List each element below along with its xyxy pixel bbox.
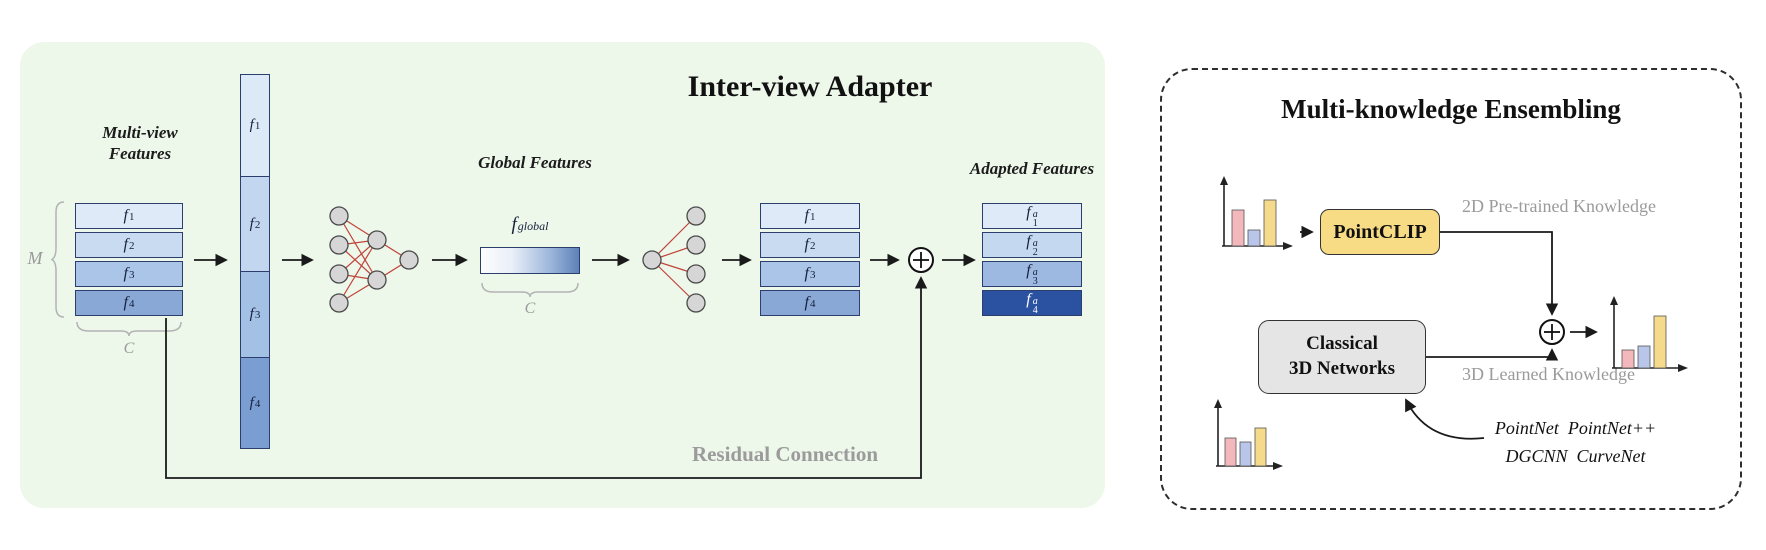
- ensemble-sum-icon: [1539, 319, 1565, 345]
- residual-sum-icon: [908, 247, 934, 273]
- classical-3d-networks-box: Classical 3D Networks: [1258, 320, 1426, 394]
- mlp-encoder-icon: [329, 206, 419, 313]
- bar-chart-icon-output: [1610, 296, 1688, 372]
- knowledge-2d-label: 2D Pre-trained Knowledge: [1462, 196, 1656, 216]
- y-axis-arrow: [1610, 296, 1618, 305]
- feature-label: f4: [804, 294, 816, 311]
- feature-box-f1: f1: [75, 203, 183, 229]
- feature-label: f2: [804, 236, 816, 253]
- column-seg-f2: f2: [240, 176, 270, 273]
- dim-m-label: M: [27, 248, 43, 268]
- concatenated-feature-column: f1 f2 f3 f4: [240, 73, 270, 450]
- feature-label: f4: [249, 394, 261, 411]
- feature-label: f1: [123, 207, 135, 224]
- ensembling-title: Multi-knowledge Ensembling: [1281, 94, 1621, 124]
- c-brace-left: [76, 321, 182, 337]
- y-axis-arrow: [1214, 399, 1222, 408]
- feature-label: f1: [804, 207, 816, 224]
- pointclip-box: PointCLIP: [1320, 209, 1440, 255]
- global-feature-bar: [480, 247, 580, 274]
- feature-label: f2: [249, 215, 261, 232]
- feature-box-f1: f1: [760, 203, 860, 229]
- knowledge-3d-label: 3D Learned Knowledge: [1462, 364, 1635, 384]
- feature-box-f3: f3: [760, 261, 860, 287]
- bar-chart-icon-3d-input: [1214, 399, 1283, 470]
- f-global-label: fglobal: [511, 214, 549, 235]
- global-features-label: Global Features: [478, 153, 592, 172]
- column-seg-f3: f3: [240, 270, 270, 359]
- multi-view-features-label: Multi-view Features: [102, 123, 178, 164]
- feature-label: f3: [804, 265, 816, 282]
- feature-box-f2: f2: [75, 232, 183, 258]
- feature-label: f4: [123, 294, 135, 311]
- dim-c-global-label: C: [524, 300, 536, 317]
- x-axis-arrow: [1283, 242, 1293, 250]
- bar-chart-icon-2d-input: [1220, 176, 1293, 250]
- feature-label: f3: [123, 265, 135, 282]
- feature-box-f3: f3: [75, 261, 183, 287]
- x-axis-arrow: [1273, 462, 1283, 470]
- mlp-decoder-icon: [642, 206, 706, 313]
- x-axis-arrow: [1678, 364, 1688, 372]
- dim-c-left-label: C: [123, 340, 135, 357]
- column-seg-f4: f4: [240, 357, 270, 450]
- residual-connection-label: Residual Connection: [691, 442, 879, 466]
- column-seg-f1: f1: [240, 73, 270, 178]
- y-axis-arrow: [1220, 176, 1228, 185]
- networks-list-line1: PointNet PointNet++: [1494, 418, 1657, 438]
- inter-view-adapter-title: Inter-view Adapter: [687, 70, 933, 103]
- feature-label: f1: [249, 117, 261, 134]
- c-brace-global: [481, 282, 579, 298]
- networks-list-line2: DGCNN CurveNet: [1505, 446, 1646, 466]
- decoded-feature-stack: f1 f2 f3 f4: [760, 203, 860, 316]
- feature-label: f3: [249, 306, 261, 323]
- m-brace: [50, 201, 65, 318]
- feature-box-f4: f4: [760, 290, 860, 316]
- adapted-features-label: Adapted Features: [969, 159, 1095, 178]
- feature-box-f4: f4: [75, 290, 183, 316]
- multiview-feature-stack: f1 f2 f3 f4: [75, 203, 183, 316]
- feature-box-f2: f2: [760, 232, 860, 258]
- feature-label: f2: [123, 236, 135, 253]
